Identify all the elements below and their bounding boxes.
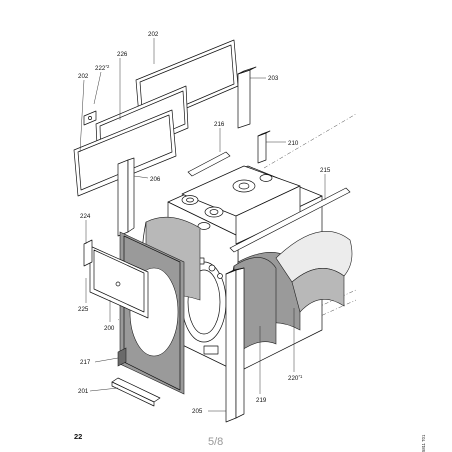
- post-203: [237, 66, 257, 129]
- label-200: 200: [104, 325, 115, 332]
- label-224: 224: [80, 213, 91, 220]
- label-215: 215: [320, 167, 331, 174]
- label-226: 226: [117, 51, 128, 58]
- label-205: 205: [192, 408, 203, 415]
- label-217: 217: [80, 359, 91, 366]
- label-203: 203: [268, 75, 279, 82]
- rail-201: [111, 377, 161, 407]
- bracket-210: [257, 130, 271, 164]
- label-202-lower: 202: [78, 73, 89, 80]
- post-205: [225, 267, 245, 423]
- rail-216: [187, 151, 231, 177]
- label-201: 201: [78, 388, 89, 395]
- label-210: 210: [288, 140, 299, 147]
- drawing-code: 5811 T01: [421, 434, 426, 452]
- label-225: 225: [78, 306, 89, 313]
- label-216: 216: [214, 121, 225, 128]
- label-219: 219: [256, 397, 267, 404]
- clip-222: [83, 110, 97, 126]
- page-number: 22: [74, 432, 83, 441]
- clip-217: [117, 347, 127, 367]
- leader-lines: [79, 38, 326, 412]
- label-222: 222*2: [95, 64, 110, 72]
- page-counter: 5/8: [208, 436, 224, 448]
- label-206: 206: [150, 176, 161, 183]
- label-202-upper: 202: [148, 31, 159, 38]
- label-220: 220*1: [288, 374, 303, 382]
- callout-labels: 202 226 222*2 202 203 216 210 206 215 22…: [78, 31, 331, 415]
- post-206: [117, 157, 135, 237]
- panel-202-lower: [73, 109, 177, 197]
- rail-215: [229, 187, 351, 253]
- cover-plate-224: [83, 239, 149, 319]
